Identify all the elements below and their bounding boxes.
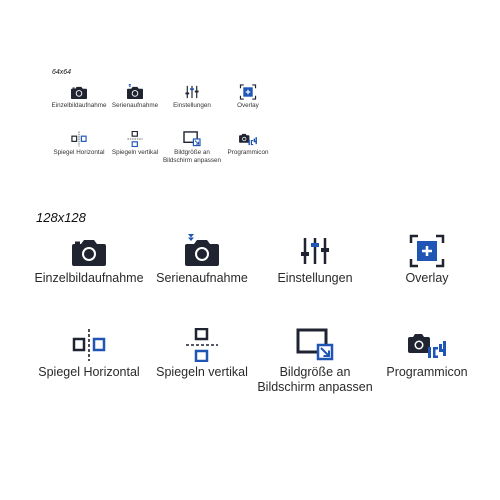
icon-tile-mirror-v: Spiegeln vertikal <box>105 131 165 157</box>
icon-tile-mirror-h: Spiegel Horizontal <box>29 328 149 380</box>
camera-burst-icon <box>125 84 145 100</box>
icon-tile-overlay: Overlay <box>367 234 487 286</box>
camera-icon <box>69 84 89 100</box>
icon-label: Einstellungen <box>173 102 211 109</box>
icon-tile-mirror-v: Spiegeln vertikal <box>142 328 262 380</box>
icon-tile-camera: Einzelbildaufnahme <box>49 84 109 110</box>
icon-label: Serienaufnahme <box>156 271 248 285</box>
icon-label: Bildgröße an Bildschirm anpassen <box>257 365 373 394</box>
fit-to-screen-icon <box>182 131 202 147</box>
icon-label: Einzelbildaufnahme <box>34 271 144 285</box>
overlay-icon <box>238 84 258 100</box>
mirror-vertical-icon <box>125 131 145 147</box>
icon-tile-mirror-h: Spiegel Horizontal <box>49 131 109 157</box>
icon-tile-fit: Bildgröße an Bildschirm anpassen <box>162 131 222 164</box>
icon-label: Spiegeln vertikal <box>111 149 159 156</box>
icon-label: Bildgröße an Bildschirm anpassen <box>162 149 222 164</box>
section-title-64: 64x64 <box>52 69 72 76</box>
icon-tile-overlay: Overlay <box>218 84 278 110</box>
camera-icon <box>69 234 109 268</box>
overlay-icon <box>407 234 447 268</box>
program-icon <box>407 328 447 362</box>
program-icon <box>238 131 258 147</box>
icon-label: Spiegel Horizontal <box>38 365 140 379</box>
sliders-icon <box>295 234 335 268</box>
icon-tile-burst: Serienaufnahme <box>105 84 165 110</box>
camera-burst-icon <box>182 234 222 268</box>
icon-tile-fit: Bildgröße an Bildschirm anpassen <box>255 328 375 394</box>
icon-label: Spiegel Horizontal <box>53 149 105 156</box>
icon-tile-settings: Einstellungen <box>255 234 375 286</box>
icon-label: Einstellungen <box>277 271 353 285</box>
icon-label: Overlay <box>405 271 449 285</box>
mirror-vertical-icon <box>182 328 222 362</box>
icon-label: Programmicon <box>227 149 269 156</box>
icon-tile-camera: Einzelbildaufnahme <box>29 234 149 286</box>
icon-tile-settings: Einstellungen <box>162 84 222 110</box>
icon-tile-burst: Serienaufnahme <box>142 234 262 286</box>
mirror-horizontal-icon <box>69 328 109 362</box>
icon-label: Spiegeln vertikal <box>156 365 248 379</box>
icon-label: Overlay <box>237 102 259 109</box>
icon-label: Einzelbildaufnahme <box>51 102 107 109</box>
section-title-128: 128x128 <box>36 210 86 225</box>
mirror-horizontal-icon <box>69 131 89 147</box>
icon-tile-program: Programmicon <box>367 328 487 380</box>
icon-tile-program: Programmicon <box>218 131 278 157</box>
fit-to-screen-icon <box>295 328 335 362</box>
icon-label: Programmicon <box>386 365 468 379</box>
sliders-icon <box>182 84 202 100</box>
icon-label: Serienaufnahme <box>111 102 159 109</box>
